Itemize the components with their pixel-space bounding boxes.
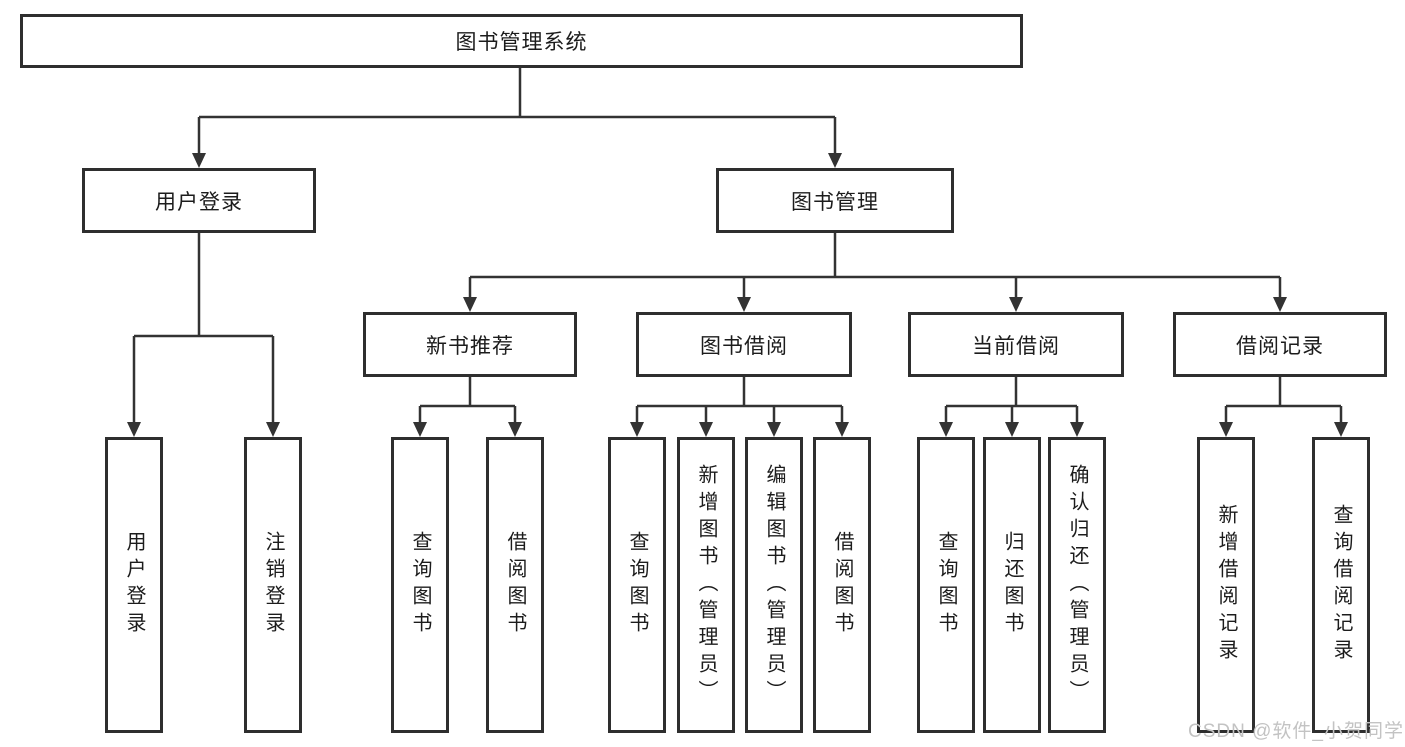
node-borrowing-records-label: 借阅记录 [1236, 334, 1324, 358]
leaf-query-books-current-label: 查询图书 [935, 531, 957, 639]
leaf-query-borrow-record: 查询借阅记录 [1312, 437, 1370, 733]
leaf-edit-books-admin-label: 编辑图书（管理员） [763, 463, 785, 707]
node-book-borrowing: 图书借阅 [636, 312, 852, 377]
leaf-borrow-books: 借阅图书 [813, 437, 871, 733]
node-book-management: 图书管理 [716, 168, 954, 233]
leaf-add-books-admin: 新增图书（管理员） [677, 437, 735, 733]
leaf-query-books-recommend-label: 查询图书 [409, 531, 431, 639]
leaf-query-books-borrowing: 查询图书 [608, 437, 666, 733]
leaf-query-books-borrowing-label: 查询图书 [626, 531, 648, 639]
leaf-query-books-current: 查询图书 [917, 437, 975, 733]
leaf-user-login: 用户登录 [105, 437, 163, 733]
leaf-return-books-label: 归还图书 [1001, 531, 1023, 639]
leaf-logout-label: 注销登录 [262, 531, 284, 639]
leaf-return-books: 归还图书 [983, 437, 1041, 733]
node-book-management-label: 图书管理 [791, 190, 879, 214]
node-user-login-label: 用户登录 [155, 190, 243, 214]
node-current-borrowing: 当前借阅 [908, 312, 1124, 377]
leaf-confirm-return-admin: 确认归还（管理员） [1048, 437, 1106, 733]
leaf-borrow-books-label: 借阅图书 [831, 531, 853, 639]
leaf-query-books-recommend: 查询图书 [391, 437, 449, 733]
node-borrowing-records: 借阅记录 [1173, 312, 1387, 377]
node-current-borrowing-label: 当前借阅 [972, 334, 1060, 358]
node-root: 图书管理系统 [20, 14, 1023, 68]
node-new-book-recommend-label: 新书推荐 [426, 334, 514, 358]
leaf-user-login-label: 用户登录 [123, 531, 145, 639]
leaf-add-borrow-record: 新增借阅记录 [1197, 437, 1255, 733]
leaf-borrow-books-recommend-label: 借阅图书 [504, 531, 526, 639]
leaf-logout: 注销登录 [244, 437, 302, 733]
node-new-book-recommend: 新书推荐 [363, 312, 577, 377]
leaf-confirm-return-admin-label: 确认归还（管理员） [1066, 463, 1088, 707]
leaf-add-borrow-record-label: 新增借阅记录 [1215, 504, 1237, 666]
leaf-borrow-books-recommend: 借阅图书 [486, 437, 544, 733]
node-user-login: 用户登录 [82, 168, 316, 233]
node-book-borrowing-label: 图书借阅 [700, 334, 788, 358]
connector-paths [132, 68, 1343, 425]
node-root-label: 图书管理系统 [455, 31, 588, 54]
leaf-edit-books-admin: 编辑图书（管理员） [745, 437, 803, 733]
leaf-add-books-admin-label: 新增图书（管理员） [695, 463, 717, 707]
leaf-query-borrow-record-label: 查询借阅记录 [1330, 504, 1352, 666]
